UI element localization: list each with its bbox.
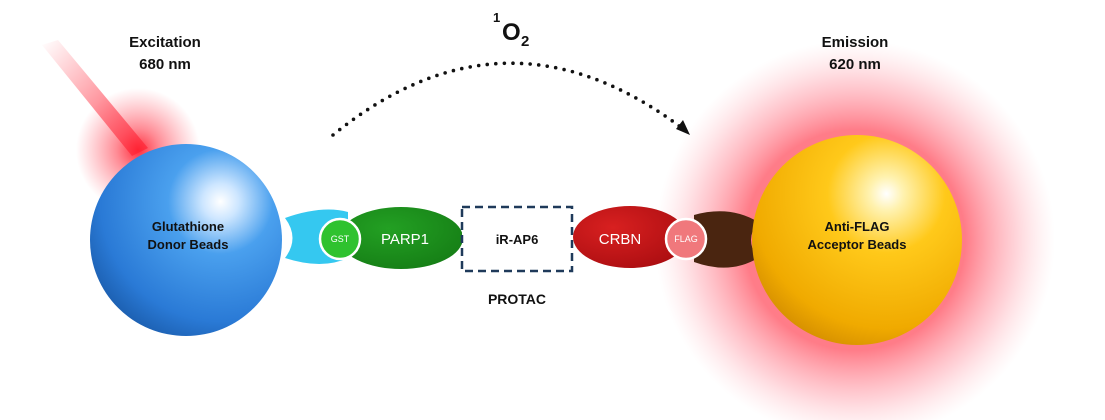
flag-tag (664, 217, 708, 261)
anti-flag-antibody-linker (694, 211, 758, 268)
donor-bead (90, 144, 282, 336)
parp1-label: PARP1 (381, 231, 429, 248)
donor-bead-label-line1: Glutathione (152, 219, 224, 234)
acceptor-bead (752, 135, 962, 345)
excitation-title: Excitation (129, 34, 201, 51)
emission-wavelength: 620 nm (829, 56, 881, 73)
gst-label: GST (331, 234, 350, 244)
gst-tag (318, 217, 362, 261)
protac-box (460, 205, 574, 273)
degrader-label: iR-AP6 (496, 232, 539, 247)
singlet-oxygen-label: 1 O 2 (493, 10, 529, 50)
crbn-protein (573, 206, 687, 268)
acceptor-bead-label-line2: Acceptor Beads (808, 237, 907, 252)
emission-title: Emission (822, 34, 889, 51)
singlet-oxygen-subscript: 2 (521, 33, 529, 50)
protac-label: PROTAC (488, 291, 546, 307)
parp1-protein (339, 207, 463, 269)
excitation-wavelength: 680 nm (139, 56, 191, 73)
donor-bead-label-line2: Donor Beads (148, 237, 229, 252)
arrow-head-icon (676, 120, 690, 135)
singlet-oxygen-superscript: 1 (493, 10, 500, 25)
acceptor-bead-label-line1: Anti-FLAG (825, 219, 890, 234)
flag-label: FLAG (674, 234, 698, 244)
crbn-label: CRBN (599, 231, 642, 248)
singlet-oxygen-base: O (502, 19, 521, 46)
singlet-oxygen-arrow (331, 61, 684, 137)
